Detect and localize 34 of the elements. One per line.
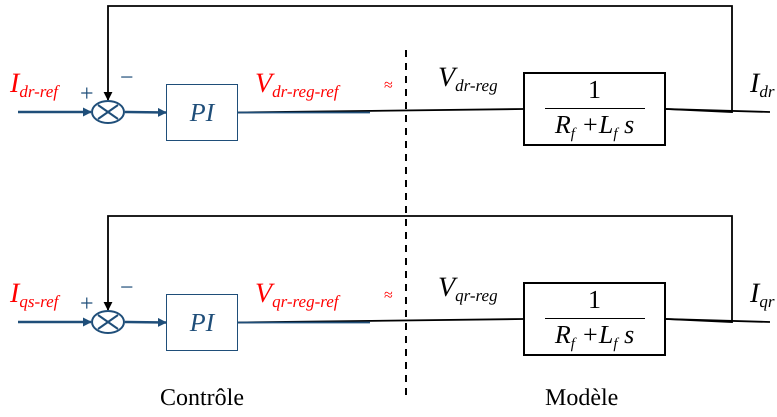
connector-arrow [18, 318, 92, 326]
numerator: 1 [588, 286, 601, 315]
denominator: R$_{f}$ +L$_{f}$ s [554, 112, 634, 142]
signal-label: I$_{qs-ref}$ [10, 280, 58, 310]
signal-label: ≈ [384, 288, 393, 304]
signal-label: V$_{qr-reg}$ [438, 274, 498, 304]
signal-label: − [120, 66, 134, 90]
signal-label: + [80, 82, 94, 106]
signal-label: V$_{dr-reg-ref}$ [255, 70, 338, 100]
signal-label: Modèle [545, 386, 618, 410]
signal-label: Contrôle [160, 386, 244, 410]
transfer-function-block [523, 282, 666, 356]
connector-arrow [124, 318, 167, 327]
connector-arrow [124, 108, 167, 117]
denominator: R$_{f}$ +L$_{f}$ s [554, 322, 634, 352]
connector-arrow [18, 108, 92, 116]
connector-arrow [104, 5, 733, 113]
summing-junction [91, 100, 125, 124]
signal-label: V$_{qr-reg-ref}$ [255, 280, 338, 310]
summing-junction [91, 310, 125, 334]
signal-label: − [120, 276, 134, 300]
block-label: PI [190, 100, 214, 126]
signal-label: I$_{dr}$ [750, 70, 774, 100]
connector-arrow [104, 215, 733, 323]
block-label: PI [190, 310, 214, 336]
controller-block [166, 294, 238, 351]
signal-label: ≈ [384, 78, 393, 94]
transfer-function-block [523, 72, 666, 146]
numerator: 1 [588, 76, 601, 105]
signal-label: I$_{dr-ref}$ [10, 70, 58, 100]
signal-label: + [80, 292, 94, 316]
signal-label: V$_{dr-reg}$ [438, 64, 498, 94]
controller-block [166, 84, 238, 141]
signal-label: I$_{qr}$ [750, 280, 774, 310]
